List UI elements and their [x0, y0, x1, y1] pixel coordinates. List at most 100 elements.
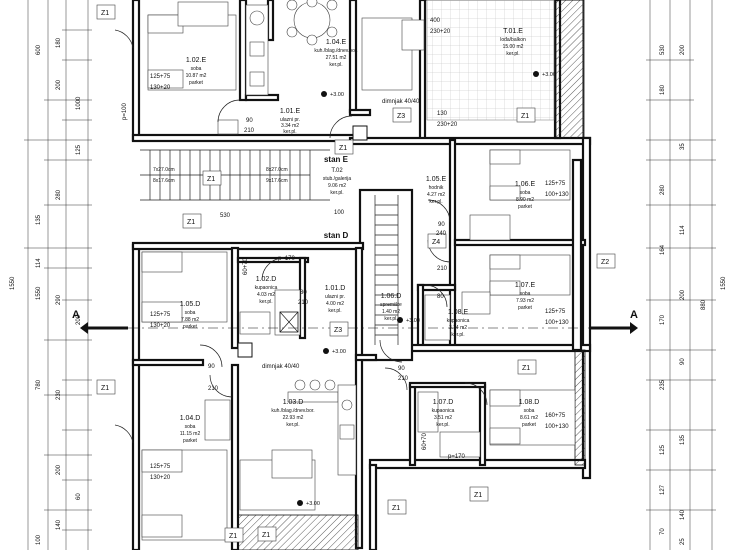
svg-text:ker.pl.: ker.pl.: [384, 316, 397, 322]
dim-left-2: 180: [56, 37, 62, 48]
dim-left-7: 135: [36, 214, 42, 225]
svg-text:3.74 m2: 3.74 m2: [449, 325, 467, 331]
dim-right-9: 200: [680, 289, 686, 300]
dim-left-4: 1000: [76, 96, 82, 110]
door-210-e: 210: [437, 266, 448, 272]
level-markers: +3.00 +3.00 +3.00 +3.00 +3.00: [297, 71, 556, 507]
svg-text:1.02.D: 1.02.D: [256, 276, 277, 283]
svg-text:ker.pl.: ker.pl.: [328, 308, 341, 314]
loggia-tiles: [426, 0, 555, 121]
lower-terrace: [237, 514, 359, 550]
svg-text:1.08.D: 1.08.D: [519, 399, 540, 406]
svg-text:1.05.D: 1.05.D: [180, 301, 201, 308]
marker-z1-d: Z1: [521, 113, 529, 120]
marker-z1-j: Z1: [339, 145, 347, 152]
window-4-w: 125+75: [545, 181, 566, 187]
chimney-label-d: dimnjak 40/40: [262, 364, 300, 370]
room-1-05-e: 1.05.E hodnik 4.27 m2 ker.pl.: [426, 176, 447, 205]
svg-text:1.01.E: 1.01.E: [280, 108, 301, 115]
balcony-wide-h: 230+20: [430, 29, 451, 35]
svg-text:9.06 m2: 9.06 m2: [328, 183, 346, 189]
stair-label-2: 8x17.6cm: [153, 178, 175, 184]
svg-text:+3.00: +3.00: [330, 92, 344, 98]
svg-text:soba: soba: [520, 190, 531, 196]
room-1-07-e: 1.07.E soba 7.93 m2 parket: [515, 282, 536, 311]
door-swings: [114, 29, 488, 444]
room-1-04-e: 1.04.E kuh./blag./dnev.bor. 27.51 m2 ker…: [314, 39, 357, 68]
room-1-03-d: 1.03.D kuh./blag./dnev.bor. 22.93 m2 ker…: [271, 399, 314, 428]
dim-left-8: 114: [36, 258, 42, 268]
svg-text:4.00 m2: 4.00 m2: [326, 301, 344, 307]
dim-left-11: 1550: [36, 286, 42, 300]
svg-text:kuh./blag./dnev.bor.: kuh./blag./dnev.bor.: [271, 408, 314, 414]
svg-text:parket: parket: [189, 80, 204, 86]
room-1-05-d: 1.05.D soba 7.88 m2 parket: [180, 301, 201, 330]
dim-right-10: 90: [680, 358, 686, 365]
dim-left-16: 140: [56, 519, 62, 530]
dim-left-13: 230: [56, 389, 62, 400]
room-1-06-d: 1.06.D spremište 1.40 m2 ker.pl.: [380, 293, 402, 322]
svg-text:1.06.E: 1.06.E: [515, 181, 536, 188]
dim-left-15: 60: [76, 493, 82, 500]
room-1-02-d: 1.02.D kupaonica 4.03 m2 ker.pl.: [255, 276, 278, 305]
svg-text:8.61 m2: 8.61 m2: [520, 415, 538, 421]
svg-text:spremište: spremište: [380, 302, 402, 308]
room-t-01-e: T.01.E lođa/balkon 15.00 m2 ker.pl.: [500, 28, 526, 57]
svg-text:ker.pl.: ker.pl.: [286, 422, 299, 428]
window-6-h: 100+130: [545, 424, 569, 430]
room-1-01-e: 1.01.E ulazni pr. 3.34 m2 ker.pl.: [280, 108, 301, 135]
svg-text:4.27 m2: 4.27 m2: [427, 192, 445, 198]
dim-right-5: 280: [660, 184, 666, 195]
chimney-label-e: dimnjak 40/40: [382, 99, 420, 105]
door-90-a: 90: [246, 118, 253, 124]
dim-right-inner: 880: [701, 299, 707, 310]
svg-text:parket: parket: [183, 438, 198, 444]
section-line: A A: [72, 309, 638, 334]
svg-text:ker.pl.: ker.pl.: [259, 299, 272, 305]
dim-right-8: 170: [660, 314, 666, 325]
dim-left-outer: 1550: [10, 276, 16, 290]
parapet-100: p=100: [122, 102, 128, 120]
balcony-wide-w: 400: [430, 18, 441, 24]
svg-text:1.05.E: 1.05.E: [426, 176, 447, 183]
balcony-door-w: 130: [437, 111, 448, 117]
dim-left-17: 100: [36, 534, 42, 545]
svg-text:22.93 m2: 22.93 m2: [283, 415, 304, 421]
marker-z1-k: Z1: [229, 533, 237, 540]
svg-text:stan E: stan E: [324, 155, 349, 164]
dimensions-right: 1550 880 530 180 200 35 280 164 114 170 …: [646, 0, 727, 550]
dim-left-14: 200: [56, 464, 62, 475]
svg-text:1.40 m2: 1.40 m2: [382, 309, 400, 315]
marker-z3-a: Z3: [397, 113, 405, 120]
svg-text:kupaonica: kupaonica: [255, 285, 278, 291]
dim-right-1: 530: [660, 44, 666, 55]
svg-text:ker.pl.: ker.pl.: [429, 199, 442, 205]
marker-z2: Z2: [601, 259, 609, 266]
marker-z1-c: Z1: [187, 219, 195, 226]
room-1-07-d: 1.07.D kupaonica 3.51 m2 ker.pl.: [432, 399, 455, 428]
wall-type-markers: Z1 Z1 Z1 Z1 Z1 Z1 Z1 Z1 Z1 Z1 Z1 Z2 Z3 Z…: [96, 4, 616, 543]
marker-z1-i: Z1: [522, 365, 530, 372]
svg-text:1.06.D: 1.06.D: [381, 293, 402, 300]
door-90-b: 90: [438, 222, 445, 228]
svg-text:8.90 m2: 8.90 m2: [516, 197, 534, 203]
section-label-left: A: [72, 309, 80, 321]
room-1-08-d: 1.08.D soba 8.61 m2 parket: [519, 399, 540, 428]
window-4-h: 100+130: [545, 192, 569, 198]
svg-text:ulazni pr.: ulazni pr.: [280, 117, 300, 123]
stair-label-3: 8x27.0cm: [266, 167, 288, 173]
parapet-170b: p=170: [448, 454, 466, 460]
window-5-h: 100+130: [545, 320, 569, 326]
stair-label-4: 9x17.6cm: [266, 178, 288, 184]
dim-mid: 530: [220, 213, 231, 219]
dim-left-9: 290: [56, 294, 62, 305]
dim-right-4: 35: [680, 143, 686, 150]
svg-text:7.93 m2: 7.93 m2: [516, 298, 534, 304]
door-210-b: 210: [298, 300, 309, 306]
dim-left-5: 125: [76, 144, 82, 155]
svg-text:ker.pl.: ker.pl.: [451, 332, 464, 338]
room-labels: 1.02.E soba 10.87 m2 parket 1.04.E kuh./…: [180, 28, 540, 444]
dim-right-17: 25: [680, 538, 686, 545]
marker-z3-b: Z3: [334, 327, 342, 334]
